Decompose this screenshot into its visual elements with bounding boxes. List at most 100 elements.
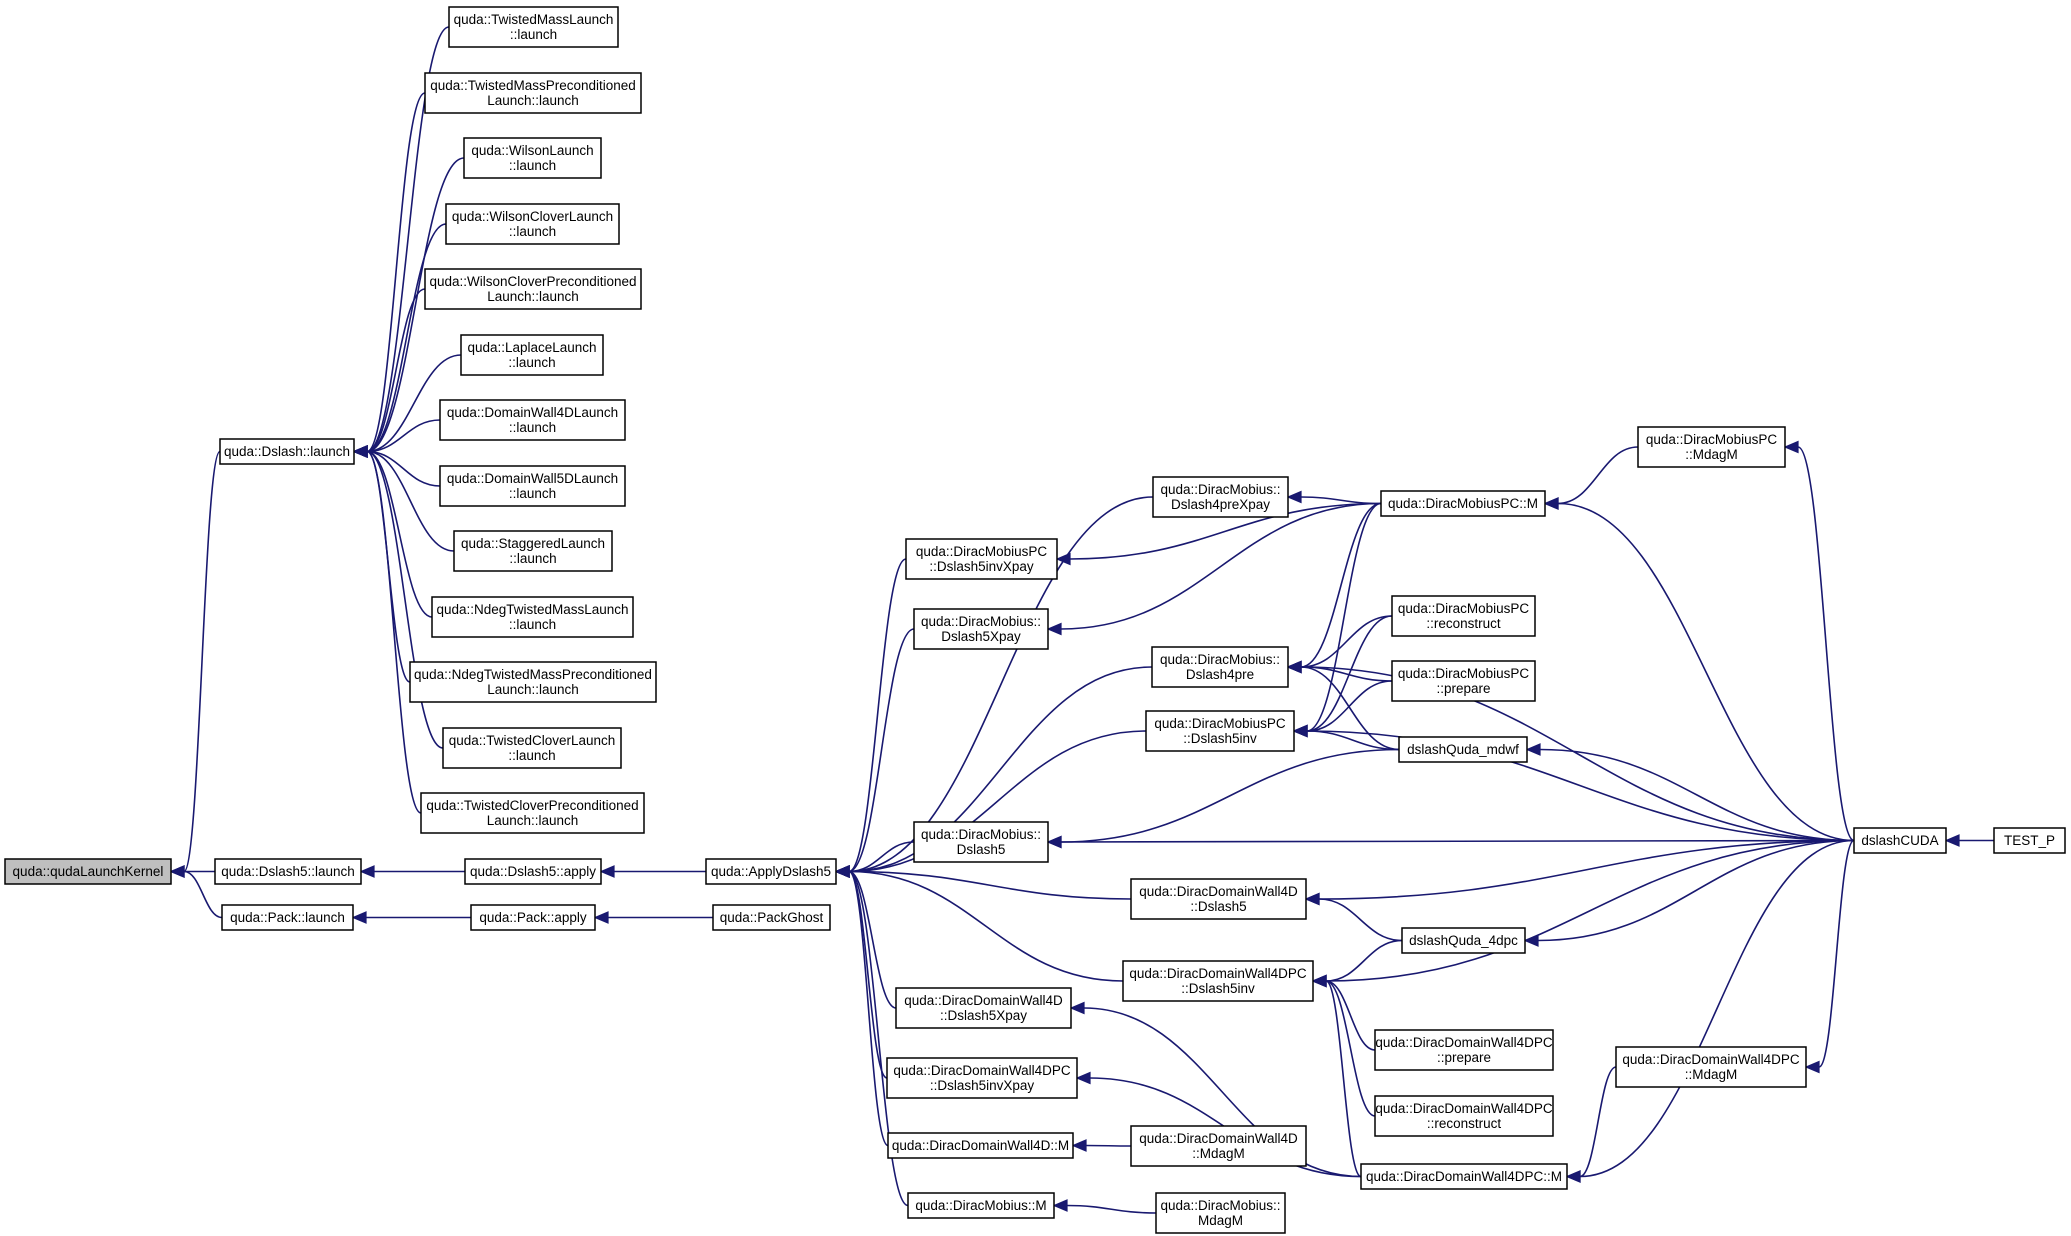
arrowhead bbox=[351, 911, 367, 924]
graph-node-tc-launch[interactable]: quda::TwistedCloverLaunch::launch bbox=[442, 727, 622, 769]
graph-node-tcpc-launch[interactable]: quda::TwistedCloverPreconditionedLaunch:… bbox=[420, 792, 645, 834]
node-box bbox=[1637, 426, 1786, 468]
graph-node-ddw4pc-prepare[interactable]: quda::DiracDomainWall4DPC::prepare bbox=[1374, 1029, 1554, 1071]
edge-line bbox=[1300, 666, 1855, 842]
node-box bbox=[214, 858, 362, 885]
node-label-line: quda::TwistedMassLaunch bbox=[454, 12, 614, 27]
node-label-line: quda::DomainWall4DLaunch bbox=[447, 405, 618, 420]
graph-node-dmpc-d5inv[interactable]: quda::DiracMobiusPC::Dslash5inv bbox=[1145, 710, 1295, 752]
edge-line bbox=[366, 419, 441, 453]
call-edge-ddw4-d5-to-applydslash5 bbox=[834, 865, 1132, 900]
graph-node-pack-apply[interactable]: quda::Pack::apply bbox=[470, 904, 596, 931]
graph-node-packghost[interactable]: quda::PackGhost bbox=[712, 904, 831, 931]
graph-node-ddw4pc-d5inv[interactable]: quda::DiracDomainWall4DPC::Dslash5inv bbox=[1122, 960, 1314, 1002]
graph-node-dmpc-mdagm[interactable]: quda::DiracMobiusPC::MdagM bbox=[1637, 426, 1786, 468]
graph-node-pack-launch[interactable]: quda::Pack::launch bbox=[221, 904, 354, 931]
node-label-line: ::Dslash5invXpay bbox=[929, 559, 1034, 574]
node-label-line: quda::DiracMobiusPC bbox=[1646, 432, 1778, 447]
node-box bbox=[219, 438, 355, 465]
edge-line bbox=[1797, 446, 1855, 842]
call-edge-pack-apply-to-pack-launch bbox=[351, 911, 471, 924]
call-edge-dslashcuda-to-ddw4pc-d5inv bbox=[1311, 839, 1855, 988]
arrowhead bbox=[1046, 835, 1062, 849]
graph-node-applydslash5[interactable]: quda::ApplyDslash5 bbox=[705, 858, 837, 885]
node-label-line: quda::DiracMobius:: bbox=[1160, 1198, 1280, 1213]
call-edge-dslashcuda-to-dm-d5 bbox=[1046, 835, 1855, 849]
graph-node-dmpc-prepare[interactable]: quda::DiracMobiusPC::prepare bbox=[1391, 660, 1536, 702]
graph-node-ddw4-d5xpay[interactable]: quda::DiracDomainWall4D::Dslash5Xpay bbox=[895, 987, 1072, 1029]
node-box bbox=[420, 792, 645, 834]
call-edge-packghost-to-pack-apply bbox=[593, 911, 713, 924]
graph-node-dm-m[interactable]: quda::DiracMobius::M bbox=[907, 1192, 1055, 1219]
node-label-line: quda::Pack::apply bbox=[479, 910, 587, 925]
graph-node-ddw4pc-reconstruct[interactable]: quda::DiracDomainWall4DPC::reconstruct bbox=[1374, 1095, 1554, 1137]
graph-node-wcpc-launch[interactable]: quda::WilsonCloverPreconditionedLaunch::… bbox=[424, 268, 642, 310]
graph-node-ndtm-launch[interactable]: quda::NdegTwistedMassLaunch::launch bbox=[431, 596, 634, 638]
node-box bbox=[887, 1132, 1074, 1159]
call-edge-ndtm-launch-to-dslash-launch bbox=[352, 445, 433, 618]
graph-node-dmpc-m[interactable]: quda::DiracMobiusPC::M bbox=[1380, 490, 1546, 517]
graph-node-test-p[interactable]: TEST_P bbox=[1993, 827, 2066, 854]
node-label-line: quda::Dslash5::launch bbox=[221, 864, 355, 879]
node-box bbox=[439, 399, 626, 441]
call-edge-dslashcuda-to-ddw4pc-m bbox=[1565, 839, 1855, 1183]
graph-node-ndtmpc-launch[interactable]: quda::NdegTwistedMassPreconditionedLaunc… bbox=[409, 661, 657, 703]
graph-node-dslashquda-mdwf[interactable]: dslashQuda_mdwf bbox=[1398, 736, 1528, 763]
edge-line bbox=[848, 628, 915, 873]
graph-node-dm-d4prexpay[interactable]: quda::DiracMobius::Dslash4preXpay bbox=[1152, 476, 1289, 518]
graph-node-ddw4-mdagm[interactable]: quda::DiracDomainWall4D::MdagM bbox=[1130, 1125, 1307, 1167]
graph-node-tm-launch[interactable]: quda::TwistedMassLaunch::launch bbox=[448, 6, 619, 48]
graph-node-wc-launch[interactable]: quda::WilsonCloverLaunch::launch bbox=[445, 203, 620, 245]
call-edge-dslashcuda-to-dslashquda-mdwf bbox=[1525, 743, 1855, 842]
graph-node-dm-d4pre[interactable]: quda::DiracMobius::Dslash4pre bbox=[1151, 646, 1289, 688]
node-label-line: MdagM bbox=[1198, 1213, 1243, 1228]
graph-node-dm-d5[interactable]: quda::DiracMobius::Dslash5 bbox=[913, 821, 1049, 863]
node-box bbox=[712, 904, 831, 931]
node-box bbox=[1380, 490, 1546, 517]
node-label-line: quda::Dslash5::apply bbox=[470, 864, 596, 879]
graph-node-dw5-launch[interactable]: quda::DomainWall5DLaunch::launch bbox=[439, 465, 626, 507]
call-edge-ddw4-mdagm-to-ddw4-m bbox=[1071, 1139, 1132, 1152]
edge-line bbox=[1537, 839, 1855, 942]
edge-line bbox=[1557, 502, 1855, 842]
graph-node-qudalaunchkernel[interactable]: quda::qudaLaunchKernel bbox=[4, 858, 172, 885]
graph-node-lap-launch[interactable]: quda::LaplaceLaunch::launch bbox=[460, 334, 604, 376]
graph-node-ddw4pc-m[interactable]: quda::DiracDomainWall4DPC::M bbox=[1360, 1163, 1568, 1190]
graph-node-dslash5-apply[interactable]: quda::Dslash5::apply bbox=[464, 858, 602, 885]
call-edge-dmpc-m-to-dmpc-d5invxpay bbox=[1055, 502, 1382, 566]
node-box bbox=[431, 596, 634, 638]
graph-node-dslashcuda[interactable]: dslashCUDA bbox=[1853, 827, 1947, 854]
graph-node-ddw4pc-mdagm[interactable]: quda::DiracDomainWall4DPC::MdagM bbox=[1615, 1046, 1807, 1088]
graph-node-wilson-launch[interactable]: quda::WilsonLaunch::launch bbox=[463, 137, 602, 179]
graph-node-stag-launch[interactable]: quda::StaggeredLaunch::launch bbox=[453, 530, 613, 572]
graph-node-dslash5-launch[interactable]: quda::Dslash5::launch bbox=[214, 858, 362, 885]
call-edge-applydslash5-to-dslash5-apply bbox=[599, 865, 706, 878]
node-box bbox=[448, 6, 619, 48]
call-edge-dslashcuda-to-dslashquda-4dpc bbox=[1523, 839, 1855, 947]
graph-node-ddw4pc-d5invxpay[interactable]: quda::DiracDomainWall4DPC::Dslash5invXpa… bbox=[886, 1057, 1078, 1099]
node-label-line: quda::TwistedCloverLaunch bbox=[449, 733, 616, 748]
graph-node-ddw4-m[interactable]: quda::DiracDomainWall4D::M bbox=[887, 1132, 1074, 1159]
node-label-line: dslashCUDA bbox=[1861, 833, 1938, 848]
graph-node-tmpc-launch[interactable]: quda::TwistedMassPreconditionedLaunch::l… bbox=[424, 72, 642, 114]
call-edge-dslashcuda-to-ddw4-d5 bbox=[1304, 839, 1855, 906]
graph-node-dm-d5xpay[interactable]: quda::DiracMobius::Dslash5Xpay bbox=[913, 608, 1049, 650]
node-label-line: ::launch bbox=[509, 158, 556, 173]
call-edge-ddw4pc-m-to-ddw4-d5xpay bbox=[1069, 1001, 1362, 1178]
graph-node-ddw4-d5[interactable]: quda::DiracDomainWall4D::Dslash5 bbox=[1130, 878, 1307, 920]
node-label-line: quda::DiracMobiusPC bbox=[1154, 716, 1286, 731]
graph-node-dm-mdagm[interactable]: quda::DiracMobius::MdagM bbox=[1155, 1192, 1286, 1234]
edge-line bbox=[1083, 1007, 1362, 1178]
graph-node-dmpc-d5invxpay[interactable]: quda::DiracMobiusPC::Dslash5invXpay bbox=[905, 538, 1058, 580]
graph-node-dw4-launch[interactable]: quda::DomainWall4DLaunch::launch bbox=[439, 399, 626, 441]
arrowhead bbox=[1523, 934, 1539, 947]
edge-line bbox=[1318, 898, 1403, 942]
graph-node-dslash-launch[interactable]: quda::Dslash::launch bbox=[219, 438, 355, 465]
graph-node-dmpc-reconstruct[interactable]: quda::DiracMobiusPC::reconstruct bbox=[1391, 595, 1536, 637]
node-box bbox=[1398, 736, 1528, 763]
node-label-line: ::Dslash5invXpay bbox=[930, 1078, 1035, 1093]
call-edge-dmpc-d5invxpay-to-applydslash5 bbox=[834, 558, 907, 878]
call-edge-test-p-to-dslashcuda bbox=[1944, 834, 1994, 847]
graph-node-dslashquda-4dpc[interactable]: dslashQuda_4dpc bbox=[1401, 927, 1526, 954]
node-label-line: quda::DiracMobius:: bbox=[1160, 482, 1280, 497]
